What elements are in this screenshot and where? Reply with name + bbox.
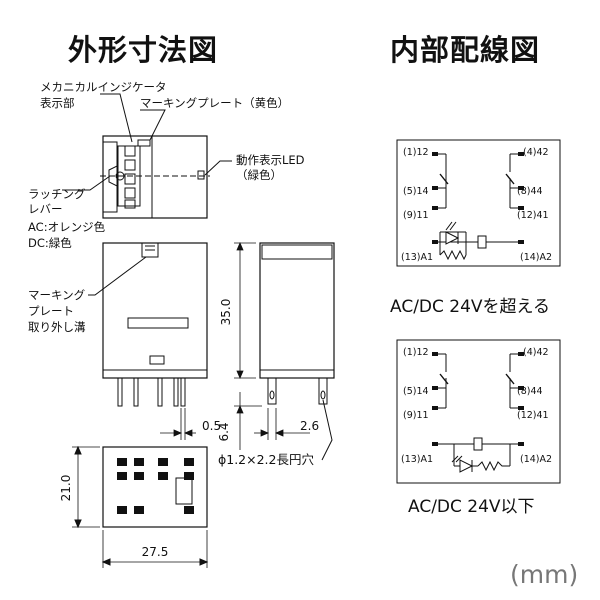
dim-depth-text: 21.0 (59, 475, 73, 502)
term-42-a: (4)42 (523, 147, 549, 158)
dim-pitch-text: 2.6 (300, 419, 319, 433)
term-14-a: (5)14 (403, 186, 429, 197)
latch-label-2: レバー (28, 202, 63, 216)
unit-label: (mm) (510, 560, 579, 589)
led-label-1: 動作表示LED (236, 153, 305, 167)
side-view (259, 242, 335, 461)
term-11-b: (9)11 (403, 410, 429, 421)
latch-dc-label: DC:緑色 (28, 236, 72, 250)
dim-height-text: 35.0 (219, 299, 233, 326)
term-a2-b: (14)A2 (520, 454, 552, 465)
term-44-b: (8)44 (517, 386, 543, 397)
term-a1-b: (13)A1 (401, 454, 433, 465)
wiring-diagram-under-24v: (1)12 (5)14 (9)11 (4)42 (8)44 (12)41 (13… (396, 339, 561, 484)
term-12-b: (1)12 (403, 347, 429, 358)
latch-ac-label: AC:オレンジ色 (28, 220, 106, 234)
term-11-a: (9)11 (403, 210, 429, 221)
outline-dimensions-title: 外形寸法図 (68, 33, 219, 67)
front-view (88, 242, 208, 407)
led-label-2: （緑色） (236, 168, 282, 182)
term-12-a: (1)12 (403, 147, 429, 158)
term-41-b: (12)41 (517, 410, 549, 421)
dimension-lines: 35.0 6.4 0.5 2.6 (160, 241, 319, 450)
term-a1-a: (13)A1 (401, 252, 433, 263)
term-a2-a: (14)A2 (520, 252, 552, 263)
hole-label: ϕ1.2×2.2長円穴 (218, 452, 314, 467)
term-41-a: (12)41 (517, 210, 549, 221)
groove-label-2: プレート (28, 304, 74, 318)
caption-over-24v: AC/DC 24Vを超える (390, 297, 551, 317)
term-44-a: (8)44 (517, 186, 543, 197)
groove-label-3: 取り外し溝 (28, 320, 86, 334)
dim-pin-length-text: 6.4 (217, 422, 231, 441)
internal-wiring-title: 内部配線図 (390, 33, 541, 67)
term-14-b: (5)14 (403, 386, 429, 397)
dim-gap-text: 0.5 (202, 419, 221, 433)
wiring-diagram-over-24v: (1)12 (5)14 (9)11 (4)42 (8)44 (12)41 (13… (396, 139, 561, 267)
dim-width-text: 27.5 (142, 545, 169, 559)
caption-under-24v: AC/DC 24V以下 (408, 497, 535, 517)
indicator-label-1: メカニカルインジケータ (40, 80, 167, 94)
marking-plate-label: マーキングプレート（黄色） (140, 96, 290, 110)
term-42-b: (4)42 (523, 347, 549, 358)
bottom-view: 21.0 27.5 (59, 445, 209, 568)
groove-label-1: マーキング (28, 288, 86, 302)
top-view (62, 93, 232, 219)
indicator-label-2: 表示部 (40, 96, 75, 110)
